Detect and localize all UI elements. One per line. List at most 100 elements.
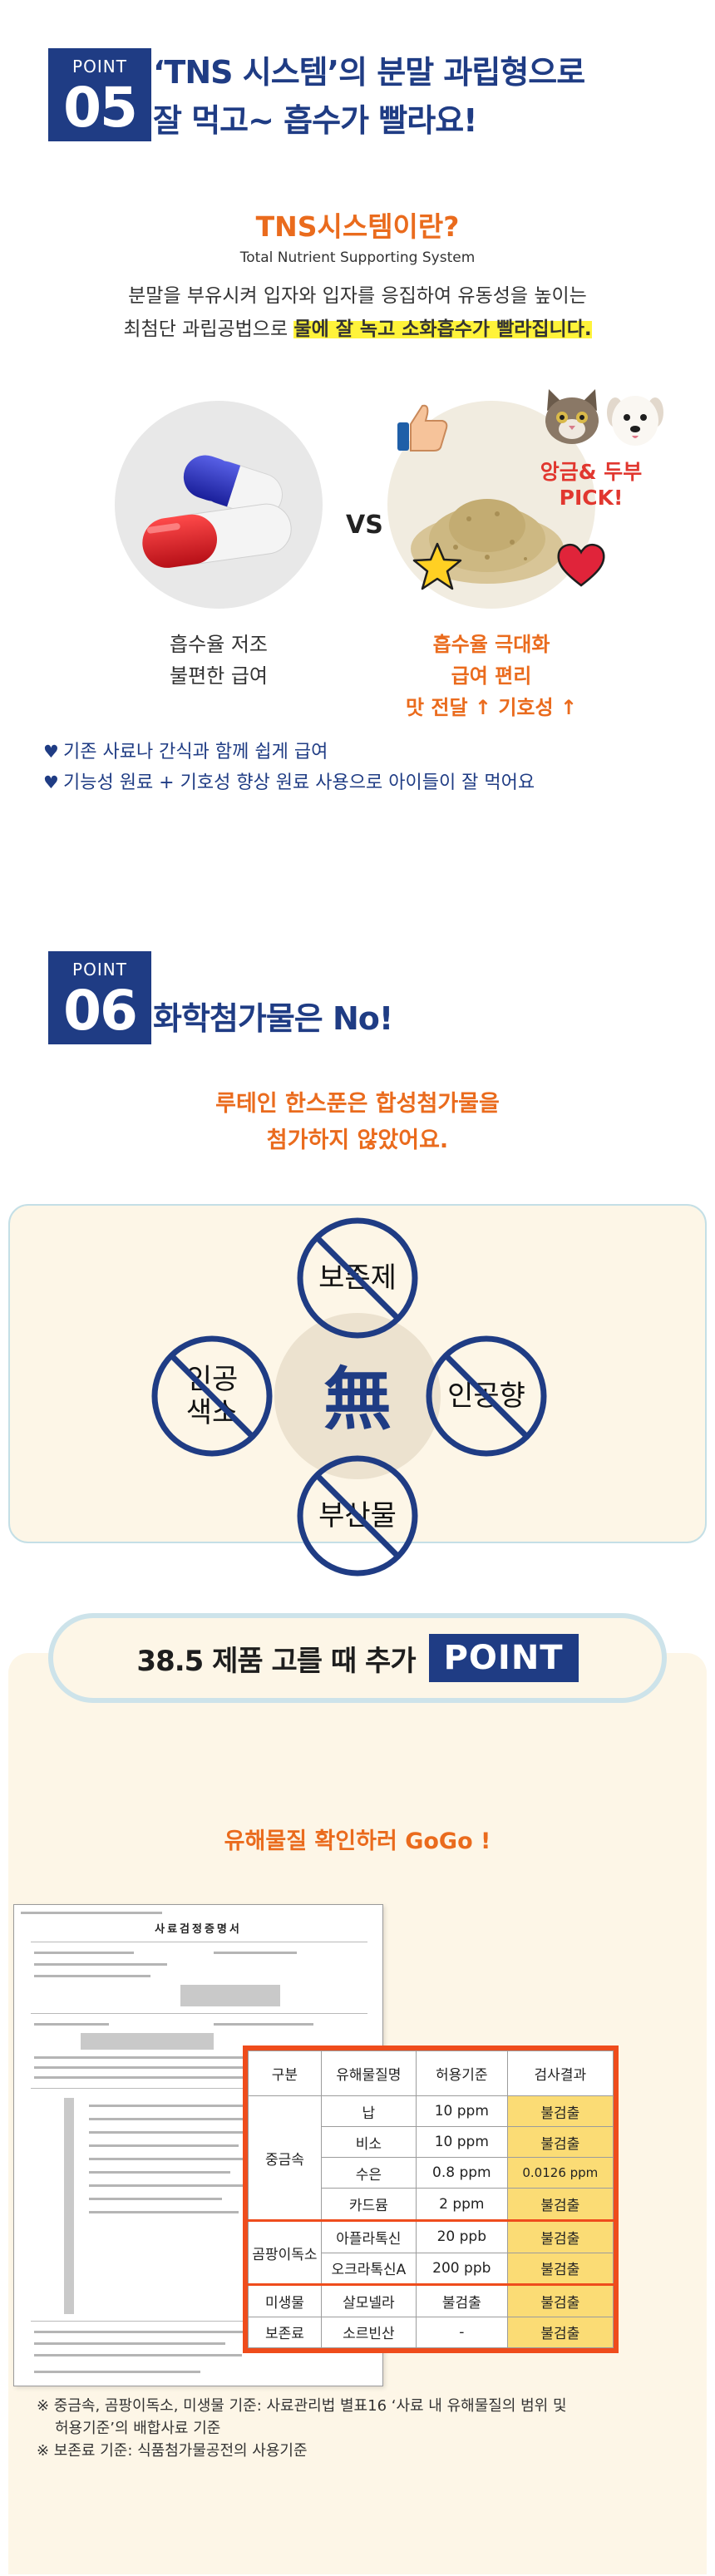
badge-label: POINT (72, 960, 127, 980)
none-character: 無 (323, 1360, 392, 1439)
pick-line-1: 앙금& 두부 (540, 460, 643, 484)
substance-cell: 수은 (320, 2157, 417, 2189)
list-item: ♥기존 사료나 간식과 함께 쉽게 급여 (43, 737, 692, 767)
doc-text-line (89, 2144, 239, 2147)
doc-rule (31, 2088, 367, 2089)
title-line-2: 잘 먹고~ 흡수가 빨라요! (153, 102, 478, 139)
column-header: 검사결과 (506, 2050, 614, 2096)
harmful-substance-table: 구분 유해물질명 허용기준 검사결과 중금속 납 10 ppm 불검출 비소 1… (243, 2046, 619, 2353)
limit-cell: 2 ppm (415, 2188, 508, 2222)
result-cell: 불검출 (506, 2283, 614, 2317)
category-cell: 보존료 (248, 2316, 322, 2349)
no-byproduct: 부산물 (295, 1453, 420, 1578)
prohibited-icon (297, 1455, 418, 1577)
limit-cell: 10 ppm (415, 2095, 508, 2128)
extra-point-banner: 38.5 제품 고를 때 추가 POINT (48, 1613, 667, 1703)
column-header: 허용기준 (415, 2050, 508, 2096)
doc-text-line (34, 1952, 134, 1954)
table-row: 중금속 납 10 ppm 불검출 (248, 2095, 614, 2222)
title-line-1: ‘TNS 시스템’의 분말 과립형으로 (153, 54, 585, 91)
doc-text-line (34, 1975, 150, 1977)
doc-rule (31, 2321, 367, 2322)
badge-number: 06 (63, 979, 138, 1043)
substance-cell: 아플라톡신 (320, 2219, 417, 2253)
doc-text-line (89, 2198, 222, 2200)
category-cell: 곰팡이독소 (248, 2219, 322, 2286)
doc-text-line (89, 2118, 247, 2120)
capsule-caption: 흡수율 저조 불편한 급여 (115, 629, 323, 692)
prohibited-icon (297, 1217, 418, 1339)
doc-text-line (89, 2105, 272, 2107)
desc-highlight: 물에 잘 녹고 소화흡수가 빨라집니다. (293, 318, 592, 340)
doc-rule (31, 2013, 367, 2014)
tns-subtitle: Total Nutrient Supporting System (239, 249, 476, 266)
badge-label: POINT (72, 57, 127, 76)
heart-icon: ♥ (43, 772, 59, 792)
table-row: 비소 10 ppm 불검출 (249, 2126, 614, 2159)
doc-text-line (89, 2184, 247, 2187)
harmful-check-heading: 유해물질 확인하러 GoGo ! (224, 1828, 491, 1854)
result-cell: 불검출 (506, 2188, 614, 2222)
list-item-text: 기존 사료나 간식과 함께 쉽게 급여 (63, 742, 328, 762)
doc-text-line (34, 2056, 350, 2059)
substance-cell: 오크라톡신A (320, 2252, 417, 2286)
substance-cell: 소르빈산 (320, 2316, 417, 2349)
doc-text-line (34, 2076, 317, 2079)
caption-line: 급여 편리 (451, 664, 532, 688)
column-header: 구분 (248, 2050, 322, 2096)
doc-column-shade (64, 2098, 74, 2314)
doc-text-line (214, 2023, 313, 2026)
list-item-text: 기능성 원료 + 기호성 향상 원료 사용으로 아이들이 잘 먹어요 (63, 772, 535, 793)
footnote: ※ 중금속, 곰팡이독소, 미생물 기준: 사료관리법 별표16 ‘사료 내 유… (37, 2397, 567, 2415)
tns-description: 분말을 부유시켜 입자와 입자를 응집하여 유동성을 높이는 최첨단 과립공법으… (0, 279, 715, 346)
powder-caption: 흡수율 극대화 급여 편리 맛 전달 ↑ 기호성 ↑ (371, 629, 612, 723)
doc-text-line (89, 2211, 239, 2213)
doc-text-line (34, 1963, 167, 1966)
table-row: 곰팡이독소 아플라톡신 20 ppb 불검출 (248, 2219, 614, 2286)
no-preservative: 보존제 (295, 1216, 420, 1340)
desc-line-1: 분말을 부유시켜 입자와 입자를 응집하여 유동성을 높이는 (128, 285, 587, 307)
limit-cell: 20 ppb (415, 2219, 508, 2253)
doc-text-line (34, 2066, 284, 2069)
result-cell: 불검출 (506, 2126, 614, 2159)
table-header-row: 구분 유해물질명 허용기준 검사결과 (248, 2050, 614, 2096)
cat-face-icon (545, 389, 599, 444)
result-cell: 불검출 (506, 2095, 614, 2128)
table-row: 미생물 살모넬라 불검출 불검출 (248, 2283, 614, 2317)
star-icon (412, 542, 462, 590)
result-table: 구분 유해물질명 허용기준 검사결과 중금속 납 10 ppm 불검출 비소 1… (248, 2050, 614, 2349)
footnotes: ※ 중금속, 곰팡이독소, 미생물 기준: 사료관리법 별표16 ‘사료 내 유… (37, 2395, 685, 2462)
prohibited-icon (151, 1335, 273, 1457)
limit-cell: 200 ppb (415, 2252, 508, 2286)
heart-icon (557, 544, 605, 587)
doc-text-line (34, 2342, 225, 2345)
banner-text: 38.5 제품 고를 때 추가 (136, 1644, 416, 1678)
redacted-block (81, 2033, 214, 2050)
caption-line: 흡수율 극대화 (432, 633, 550, 656)
desc-line-2: 첨가하지 않았어요. (266, 1128, 449, 1153)
certificate-title: 사료검정증명서 (155, 1923, 242, 1936)
limit-cell: 0.8 ppm (415, 2157, 508, 2189)
desc-line-2-plain: 최첨단 과립공법으로 (123, 318, 294, 340)
center-disc (274, 1313, 441, 1479)
prohibited-icon (426, 1335, 547, 1457)
list-item: ♥기능성 원료 + 기호성 향상 원료 사용으로 아이들이 잘 먹어요 (43, 767, 692, 798)
table-row: 오크라톡신A 200 ppb 불검출 (249, 2252, 614, 2286)
result-cell: 불검출 (506, 2252, 614, 2286)
substance-cell: 비소 (320, 2126, 417, 2159)
redacted-block (180, 1985, 280, 2006)
dog-face-icon (607, 396, 663, 446)
table-row: 카드뮴 2 ppm 불검출 (249, 2188, 614, 2222)
heart-icon: ♥ (43, 742, 59, 762)
footnote: 허용기준’의 배합사료 기준 (55, 2420, 221, 2437)
desc-line-1: 루테인 한스푼은 합성첨가물을 (215, 1091, 500, 1117)
limit-cell: 불검출 (415, 2283, 508, 2317)
capsule-circle (115, 401, 323, 609)
pick-line-2: PICK! (559, 486, 624, 510)
point-05-badge: POINT 05 (48, 48, 151, 141)
result-cell: 불검출 (506, 2219, 614, 2253)
thumbs-up-icon (397, 404, 448, 452)
table-row: 보존료 소르빈산 - 불검출 (248, 2316, 614, 2349)
